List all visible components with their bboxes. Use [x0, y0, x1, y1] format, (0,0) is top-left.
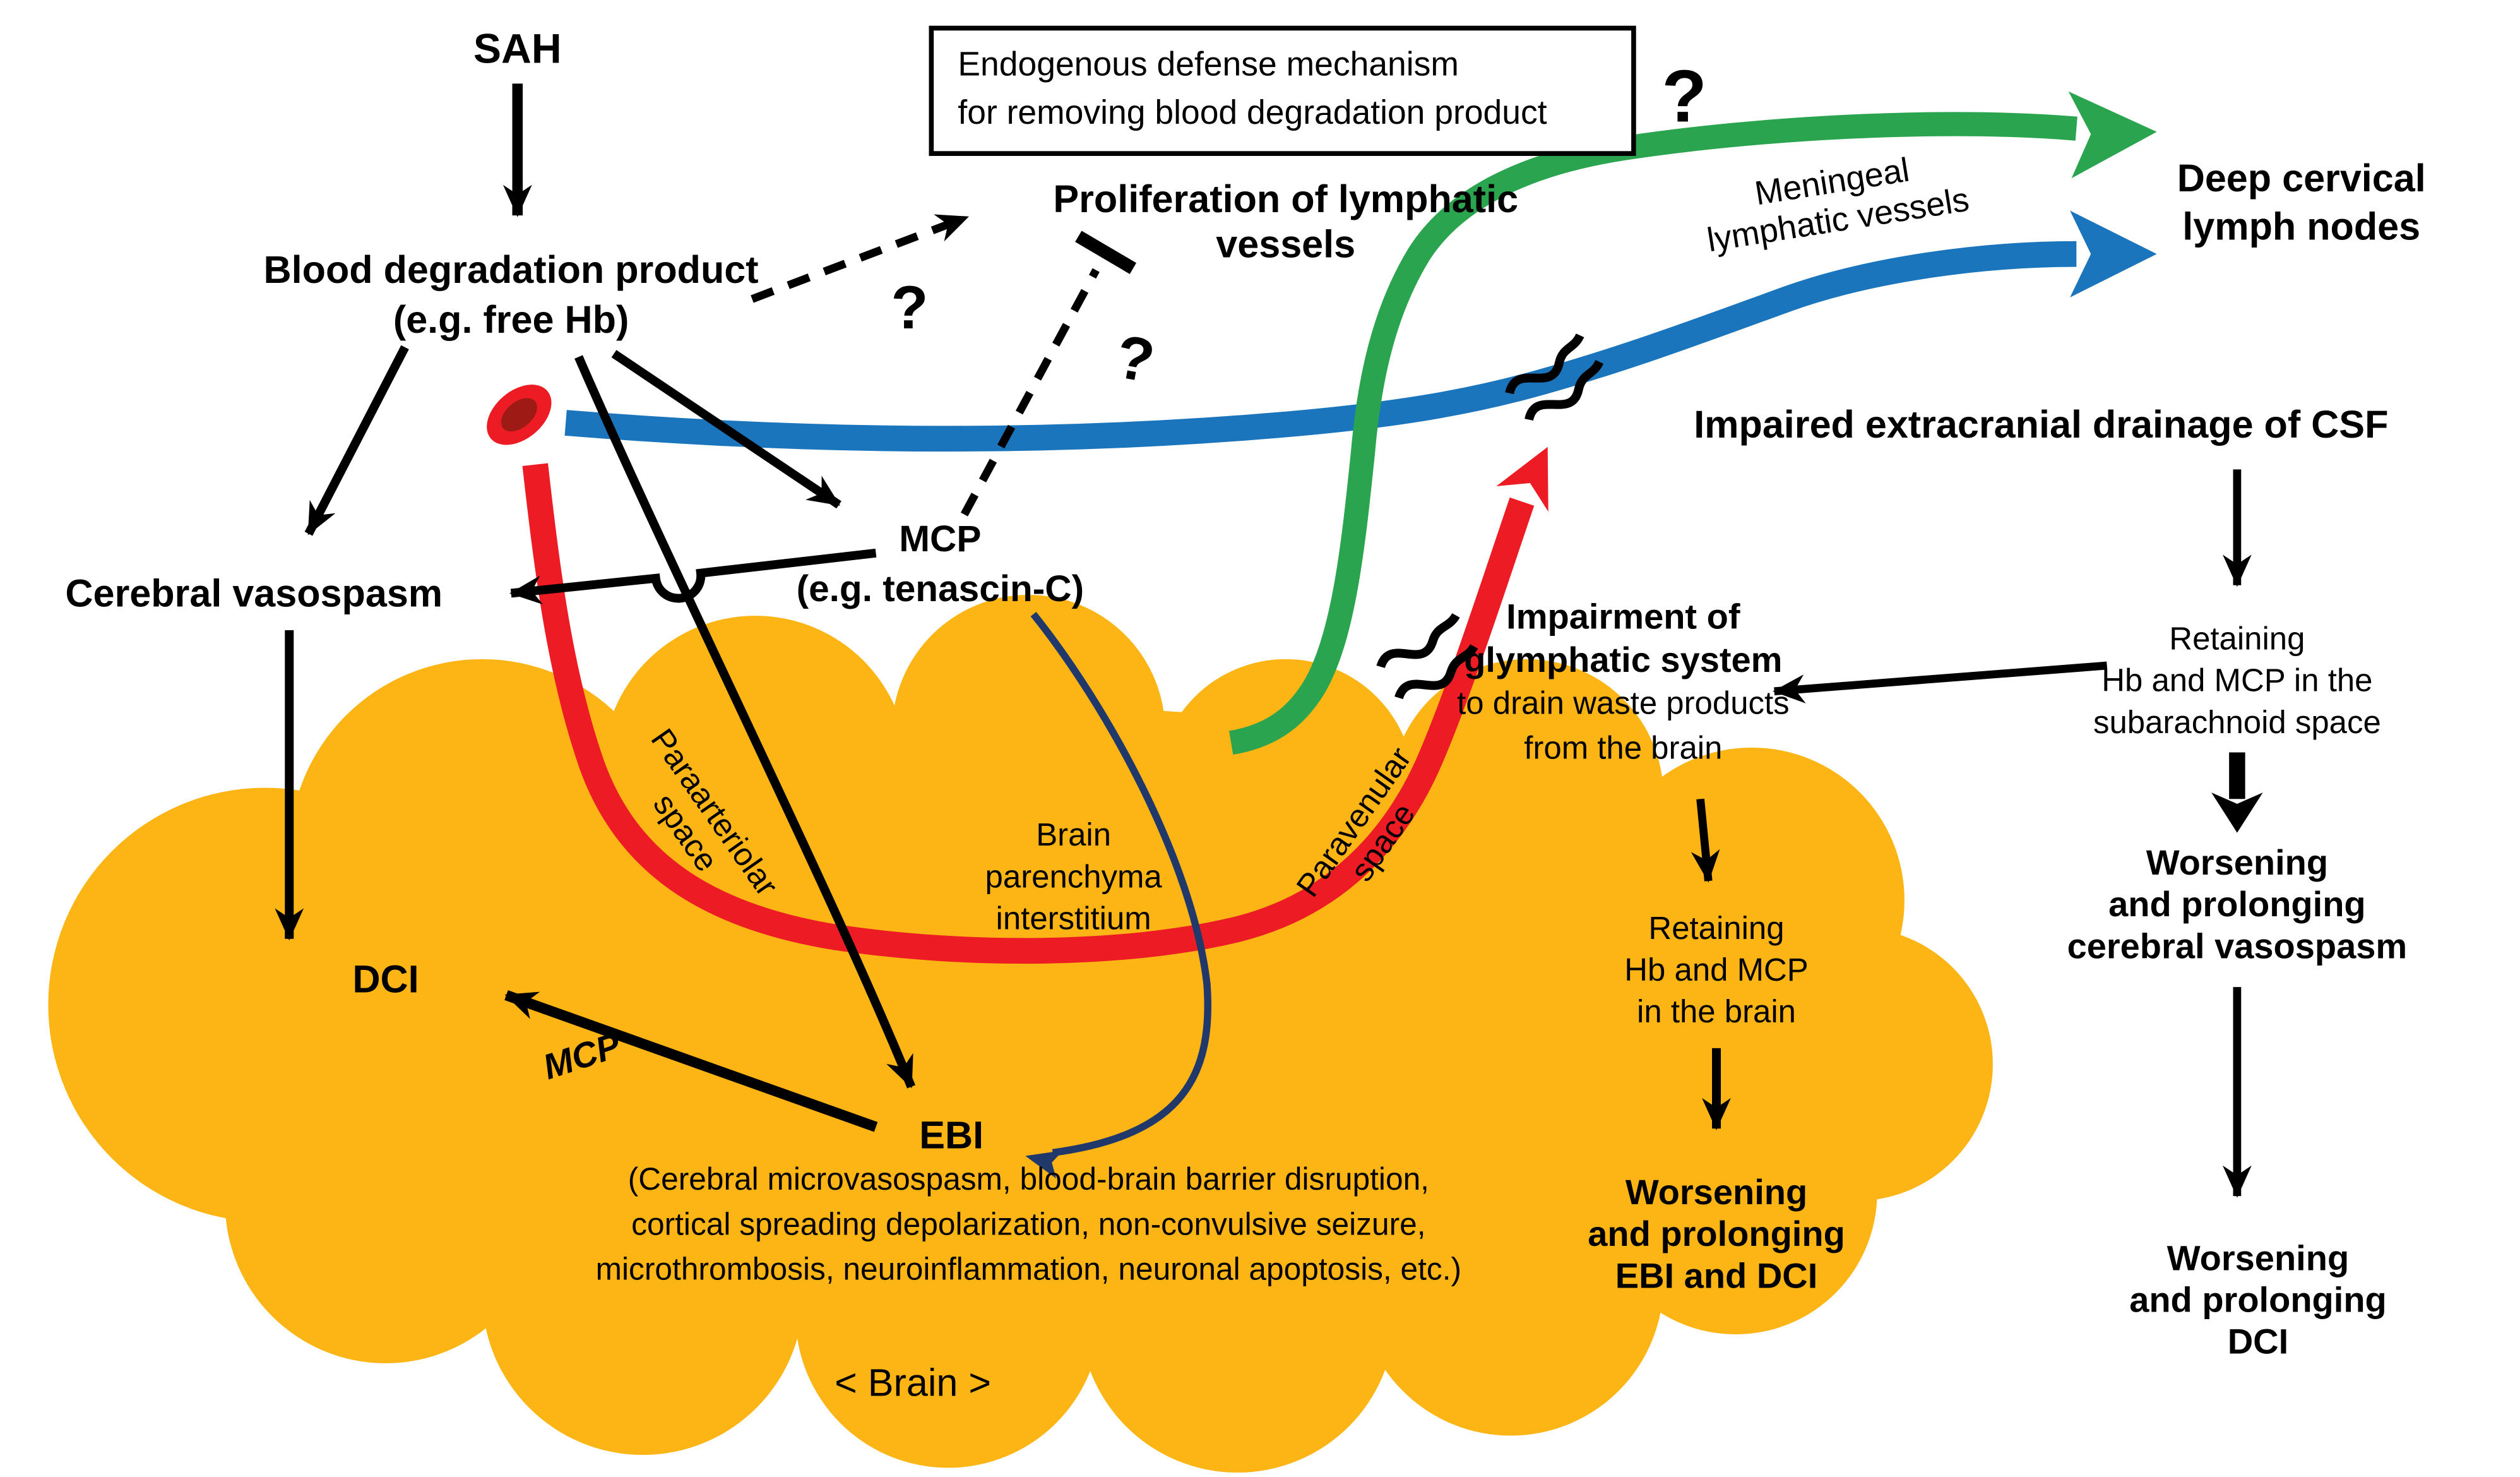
green-arrowhead	[2068, 91, 2157, 179]
brain-caption: < Brain >	[835, 1361, 992, 1406]
brain-cloud-shape	[48, 594, 1993, 1473]
red-blood-cell	[487, 385, 552, 445]
dashed-arrow-bdp-to-proliferation	[751, 213, 970, 303]
node-blood-degradation-product: Blood degradation product (e.g. free Hb)	[263, 249, 759, 343]
inhibition-t-bar	[1075, 230, 1137, 274]
meningeal-lymphatic-path	[1228, 112, 2077, 755]
dashed-inhibition-mcp-to-proliferation	[960, 268, 1100, 517]
node-retaining-brain: Retaining Hb and MCP in the brain	[1624, 911, 1809, 1031]
dashed-links	[751, 213, 1137, 517]
arrow-glymphatic-to-retaining-brain	[1691, 798, 1720, 883]
node-ebi: EBI	[919, 1114, 984, 1158]
node-dci: DCI	[352, 958, 419, 1002]
node-worsening-dci: Worsening and prolonging DCI	[2129, 1238, 2387, 1362]
glymphatic-break-marks	[1376, 613, 1478, 700]
node-proliferation: Proliferation of lymphatic vessels	[1053, 178, 1519, 267]
node-glymphatic-impairment: Impairment of glymphatic system to drain…	[1457, 596, 1790, 767]
blue-arrowhead	[2070, 210, 2157, 297]
arrow-bdp-to-ebi	[574, 355, 916, 1089]
node-sah: SAH	[473, 24, 562, 73]
node-worsening-ebi-dci: Worsening and prolonging EBI and DCI	[1588, 1171, 1845, 1296]
node-worsening-cerebral-vasospasm: Worsening and prolonging cerebral vasosp…	[2067, 842, 2408, 967]
glymphatic-flow-path	[522, 463, 1535, 964]
label-brain-parenchyma-interstitium: Brain parenchyma interstitium	[985, 818, 1162, 938]
arrow-bdp-to-vasospasm	[304, 345, 409, 536]
node-deep-cervical-lymph-nodes: Deep cervical lymph nodes	[2177, 157, 2426, 249]
question-mark-bdp-proliferation: ?	[891, 275, 929, 343]
node-impaired-csf-drainage: Impaired extracranial drainage of CSF	[1694, 404, 2389, 448]
node-cerebral-vasospasm: Cerebral vasospasm	[65, 572, 443, 616]
mcp-to-ebi-curve	[1030, 611, 1212, 1157]
black-arrows	[275, 83, 2252, 1198]
arrow-mcp-to-vasospasm	[509, 548, 877, 605]
red-arrowhead	[1496, 446, 1548, 512]
navy-arrowhead	[1025, 1150, 1064, 1179]
csf-break-marks	[1505, 333, 1604, 421]
arrow-ebi-to-dci	[504, 990, 878, 1132]
endogenous-defense-box: Endogenous defense mechanism for removin…	[929, 25, 1636, 156]
node-retaining-subarachnoid: Retaining Hb and MCP in the subarachnoid…	[2093, 622, 2381, 741]
ebi-detail-list: (Cerebral microvasospasm, blood-brain ba…	[595, 1162, 1462, 1288]
arrow-bdp-to-mcp	[611, 350, 841, 509]
csf-drainage-path	[564, 241, 2077, 452]
thick-arrow-retaining-to-worsening-cv	[2211, 752, 2263, 833]
question-mark-defense: ?	[1661, 54, 1707, 138]
arrow-retaining-sas-to-glymphatic	[1773, 661, 2108, 703]
node-mcp: MCP (e.g. tenascin-C)	[796, 517, 1085, 609]
